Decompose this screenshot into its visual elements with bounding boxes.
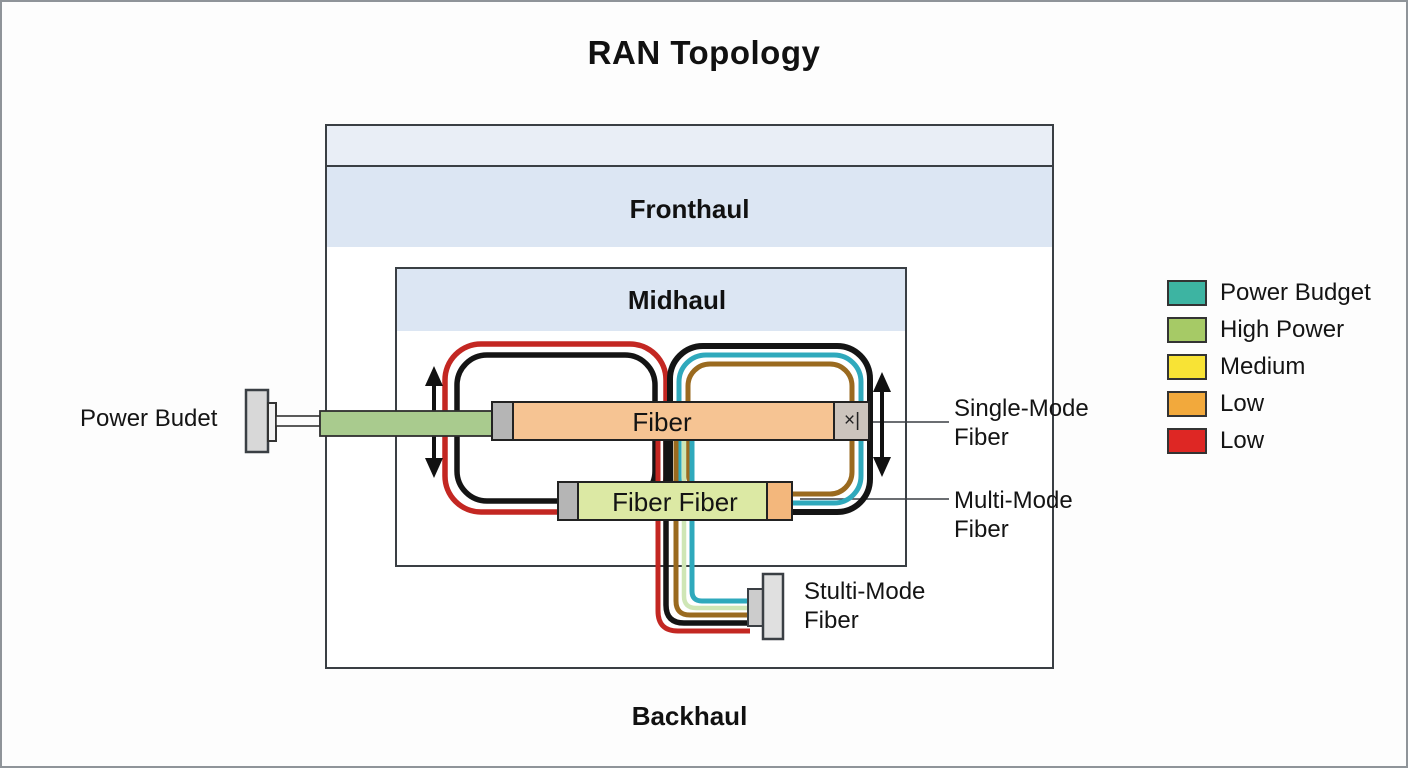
bundle-black-line bbox=[663, 422, 750, 626]
stulti-mode-fiber-label: Stulti-Mode Fiber bbox=[804, 577, 925, 635]
right-double-arrow bbox=[873, 372, 891, 477]
power-connector-stem bbox=[275, 415, 321, 427]
outer-box-top-band bbox=[327, 126, 1052, 167]
fiber-bar-right-cap bbox=[833, 401, 870, 441]
left-arrow-down-head bbox=[425, 458, 443, 478]
bundle-brown-line bbox=[673, 422, 750, 618]
power-budget-bar bbox=[319, 410, 501, 437]
callout-lines bbox=[800, 421, 949, 500]
legend-swatch-high-power bbox=[1167, 316, 1207, 343]
legend-label-low-orange: Low bbox=[1220, 389, 1265, 417]
fiber-fiber-bar-body bbox=[557, 481, 793, 521]
legend-item-medium: Medium bbox=[1167, 348, 1371, 385]
power-connector-tab bbox=[267, 402, 277, 442]
power-budget-label: Power Budet bbox=[80, 405, 218, 432]
legend-swatch-medium bbox=[1167, 353, 1207, 380]
fiber-bar bbox=[491, 401, 870, 441]
fiber-bundle bbox=[655, 422, 750, 634]
left-arrow-up-head bbox=[425, 366, 443, 386]
legend-item-low-red: Low bbox=[1167, 422, 1371, 459]
multi-mode-fiber-label: Multi-Mode Fiber bbox=[954, 486, 1073, 544]
fiber-fiber-bar-label: Fiber Fiber bbox=[612, 487, 738, 517]
fiber-fiber-bar bbox=[557, 481, 793, 521]
fiber-bar-body bbox=[491, 401, 870, 441]
legend-label-low-red: Low bbox=[1220, 426, 1265, 454]
legend-item-power-budget: Power Budget bbox=[1167, 274, 1371, 311]
right-arrow-up-head bbox=[873, 372, 891, 392]
legend-item-high-power: High Power bbox=[1167, 311, 1371, 348]
single-mode-fiber-label: Single-Mode Fiber bbox=[954, 394, 1089, 452]
fiber-fiber-bar-left-cap bbox=[557, 481, 579, 521]
multi-mode-line1: Multi-Mode bbox=[954, 487, 1073, 514]
bundle-red-line bbox=[655, 422, 750, 634]
fiber-cap-mark: ×| bbox=[843, 410, 861, 431]
bottom-connector-plug bbox=[747, 588, 765, 627]
legend-label-power-budget: Power Budget bbox=[1220, 278, 1371, 306]
single-mode-line2: Fiber bbox=[954, 424, 1009, 451]
midhaul-container-box: Midhaul bbox=[395, 267, 907, 567]
backhaul-label: Backhaul bbox=[631, 701, 748, 731]
fiber-bar-left-cap bbox=[491, 401, 514, 441]
fiber-bar-label: Fiber bbox=[632, 407, 692, 437]
fronthaul-label: Fronthaul bbox=[629, 193, 750, 224]
page-title: RAN Topology bbox=[587, 34, 821, 71]
right-arrow-down-head bbox=[873, 457, 891, 477]
fiber-fiber-bar-right-cap bbox=[766, 481, 793, 521]
legend-item-low-orange: Low bbox=[1167, 385, 1371, 422]
legend-label-medium: Medium bbox=[1220, 352, 1306, 380]
bottom-fiber-connector bbox=[747, 572, 785, 641]
bundle-teal-line bbox=[689, 422, 750, 604]
legend-swatch-low-orange bbox=[1167, 390, 1207, 417]
bottom-connector-plate bbox=[761, 572, 785, 641]
multi-mode-line2: Fiber bbox=[954, 516, 1009, 543]
stulti-mode-line2: Fiber bbox=[804, 607, 859, 634]
legend-swatch-low-red bbox=[1167, 427, 1207, 454]
legend: Power Budget High Power Medium Low Low bbox=[1167, 274, 1371, 459]
legend-label-high-power: High Power bbox=[1220, 315, 1345, 343]
midhaul-label: Midhaul bbox=[627, 284, 727, 315]
midhaul-region: Midhaul bbox=[397, 269, 905, 331]
single-mode-line1: Single-Mode bbox=[954, 395, 1089, 422]
stulti-mode-line1: Stulti-Mode bbox=[804, 578, 926, 605]
legend-swatch-power-budget bbox=[1167, 279, 1207, 306]
fronthaul-region: Fronthaul bbox=[327, 167, 1052, 247]
bundle-pale-green-line bbox=[681, 422, 750, 611]
power-budget-connector bbox=[244, 388, 321, 454]
power-connector-plate bbox=[244, 388, 270, 454]
